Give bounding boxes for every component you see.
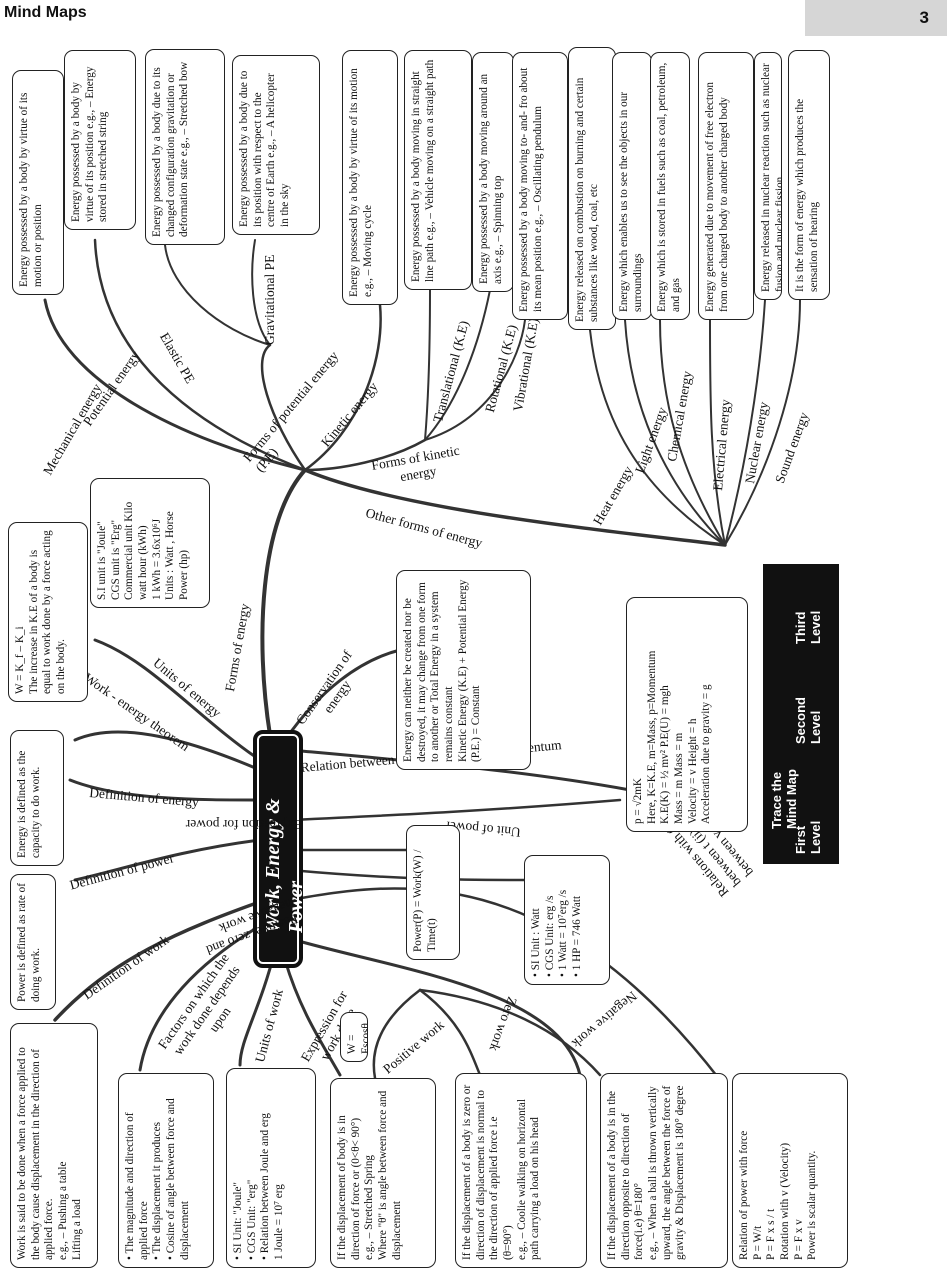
header-title: Mind Maps [4, 4, 87, 21]
unit-power-box: • SI Unit : Watt • CGS Unit: erg /s • 1 … [524, 855, 610, 985]
gravitational-box: Energy possessed by a body due to its po… [232, 55, 320, 235]
center-topic-box: Work, Energy & Power [253, 730, 307, 968]
units-work-box: • SI Unit: "Joule" • CGS Unit: "erg" • R… [226, 1068, 316, 1268]
def-power-box: Power is defined as rate of doing work. [10, 874, 56, 1010]
def-work-box: Work is said to be done when a force app… [10, 1023, 98, 1268]
chemical-box: Energy which is stored in fuels such as … [650, 52, 690, 320]
factors-box: • The magnitude and direction of applied… [118, 1073, 214, 1268]
mechanical-box: Energy possessed by a body by virtue of … [12, 70, 64, 295]
branch-gravitational-pe: Gravitational PE [262, 254, 277, 345]
conservation-box: Energy can neither be created nor be des… [396, 570, 531, 770]
work-energy-box: W = K_f – K_i The increase in K.E of a b… [8, 522, 88, 702]
elastic-box: Energy possessed by a body due to its ch… [145, 49, 225, 245]
electrical-box: Energy generated due to movement of free… [698, 52, 754, 320]
ke-momentum-box: p = √2mK Here, K=K.E, m=Mass, p=Momentum… [626, 597, 748, 832]
kinetic-box: Energy possessed by a body by virtue of … [342, 50, 398, 305]
units-energy-box: S.I unit is "Joule" CGS unit is "Erg" Co… [90, 478, 210, 608]
page-number: 3 [919, 8, 929, 27]
branch-expression-for-power: Expression for power [185, 817, 302, 832]
light-box: Energy which enables us to see the objec… [612, 52, 652, 320]
positive-box: If the displacement of body is in direct… [330, 1078, 436, 1268]
translational-box: Energy possessed by a body moving in str… [404, 50, 472, 290]
potential-box: Energy possessed by a body by virtue of … [64, 50, 136, 230]
sound-box: It is the form of energy which produces … [788, 50, 830, 300]
def-energy-box: Energy is defined as the capacity to do … [10, 730, 64, 866]
heat-box: Energy released on combustion on burning… [568, 47, 616, 330]
expr-work-box: W = Fscosθ [340, 1012, 368, 1062]
vibrational-box: Energy possessed by a body moving to- an… [512, 52, 568, 320]
nuclear-box: Energy released in nuclear reaction such… [754, 52, 782, 300]
legend-third-level: Third Level [793, 610, 823, 644]
rotational-box: Energy possessed by a body moving around… [472, 52, 514, 292]
legend-second-level: Second Level [793, 697, 823, 744]
legend-panel: Trace the Mind Map First Level Second Le… [763, 564, 839, 864]
relations-box: Relation of power with force P = W/t P =… [732, 1073, 848, 1268]
page-number-bar: 3 [805, 0, 947, 36]
expr-power-box: Power(P) = Work(W) / Time(t) [406, 825, 460, 960]
negative-box: If the displacement of a body is in the … [600, 1073, 728, 1268]
legend-first-level: First Level [793, 820, 823, 854]
zero-box: If the displacement of a body is zero or… [455, 1073, 587, 1268]
